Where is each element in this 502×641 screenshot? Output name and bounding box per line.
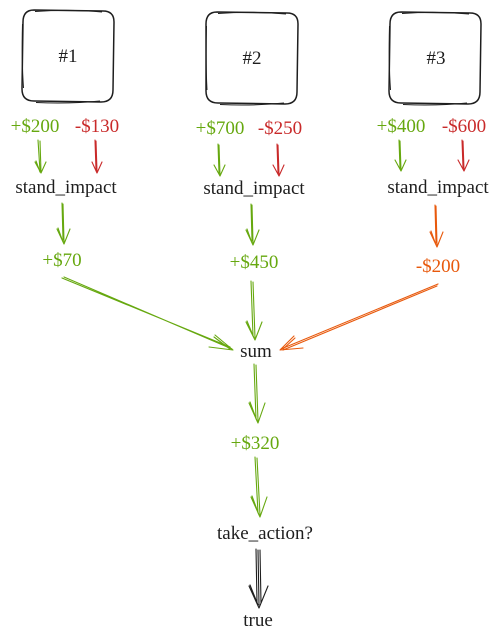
arrow-gain-2 [213, 143, 226, 177]
option-1-result: +$70 [42, 250, 81, 271]
arrow-impact-1 [56, 202, 71, 245]
option-box-3: #3 [388, 11, 482, 106]
arrow-impact-3 [429, 204, 444, 248]
option-2-loss: -$250 [258, 118, 302, 139]
arrow-gain-1 [34, 139, 47, 174]
option-3-gain: +$400 [377, 116, 426, 137]
option-1-gain: +$200 [11, 116, 60, 137]
arrow-loss-2 [272, 143, 285, 177]
option-box-2: #2 [205, 11, 299, 106]
option-id-1: #1 [59, 46, 78, 67]
option-2-result: +$450 [230, 252, 279, 273]
arrow-gain-3 [394, 139, 407, 172]
sum-label: sum [240, 341, 272, 362]
arrow-result-3-to-sum [279, 283, 439, 351]
option-3-loss: -$600 [442, 116, 486, 137]
arrow-result-2-to-sum [245, 280, 263, 341]
option-id-2: #2 [243, 48, 262, 69]
option-box-1: #1 [21, 9, 115, 104]
arrow-loss-1 [91, 139, 103, 174]
option-2-gain: +$700 [196, 118, 245, 139]
outcome-value: true [243, 610, 273, 631]
arrow-result-1-to-sum [61, 276, 234, 351]
arrow-impact-2 [245, 203, 260, 246]
stand-impact-label-3: stand_impact [387, 177, 489, 198]
decision-label: take_action? [217, 523, 313, 544]
stand-impact-label-2: stand_impact [203, 178, 305, 199]
stand-impact-label-1: stand_impact [15, 177, 117, 198]
arrow-loss-3 [457, 139, 470, 172]
arrow-total-to-decision [250, 456, 268, 518]
option-1-loss: -$130 [75, 116, 119, 137]
total-value: +$320 [231, 433, 280, 454]
option-id-3: #3 [427, 48, 446, 69]
arrow-sum-to-total [248, 363, 266, 424]
arrow-decision-to-outcome [248, 548, 269, 609]
option-3-result: -$200 [416, 256, 460, 277]
